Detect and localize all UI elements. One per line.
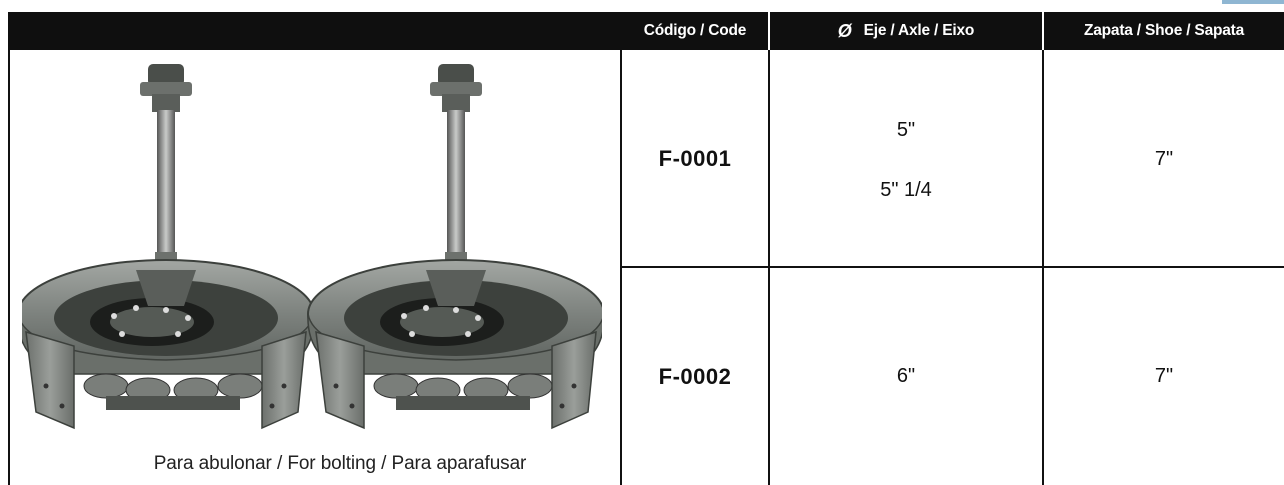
diameter-icon: Ø — [837, 20, 852, 41]
brake-assembly-illustration — [22, 63, 602, 429]
axle-value: 6" — [896, 365, 916, 387]
row-divider — [620, 266, 1284, 268]
image-caption: Para abulonar / For bolting / Para apara… — [153, 453, 527, 474]
grid-line — [8, 50, 10, 485]
axle-value: 5" 1/4 — [880, 178, 932, 201]
header-separator — [768, 12, 770, 50]
header-axle-label: Eje / Axle / Eixo — [863, 22, 975, 39]
table-header — [8, 12, 1284, 50]
shoe-value: 7" — [1154, 365, 1174, 387]
code-cell-f0002: F-0002 — [658, 363, 732, 389]
header-axle: Ø Eje / Axle / Eixo — [770, 12, 1042, 50]
axle-value: 5" — [896, 118, 916, 141]
top-accent-bar — [1222, 0, 1284, 4]
header-separator — [1042, 12, 1044, 50]
header-shoe: Zapata / Shoe / Sapata — [1083, 22, 1245, 39]
header-code: Código / Code — [643, 22, 747, 39]
shoe-value: 7" — [1154, 147, 1174, 170]
code-cell-f0001: F-0001 — [658, 146, 732, 171]
